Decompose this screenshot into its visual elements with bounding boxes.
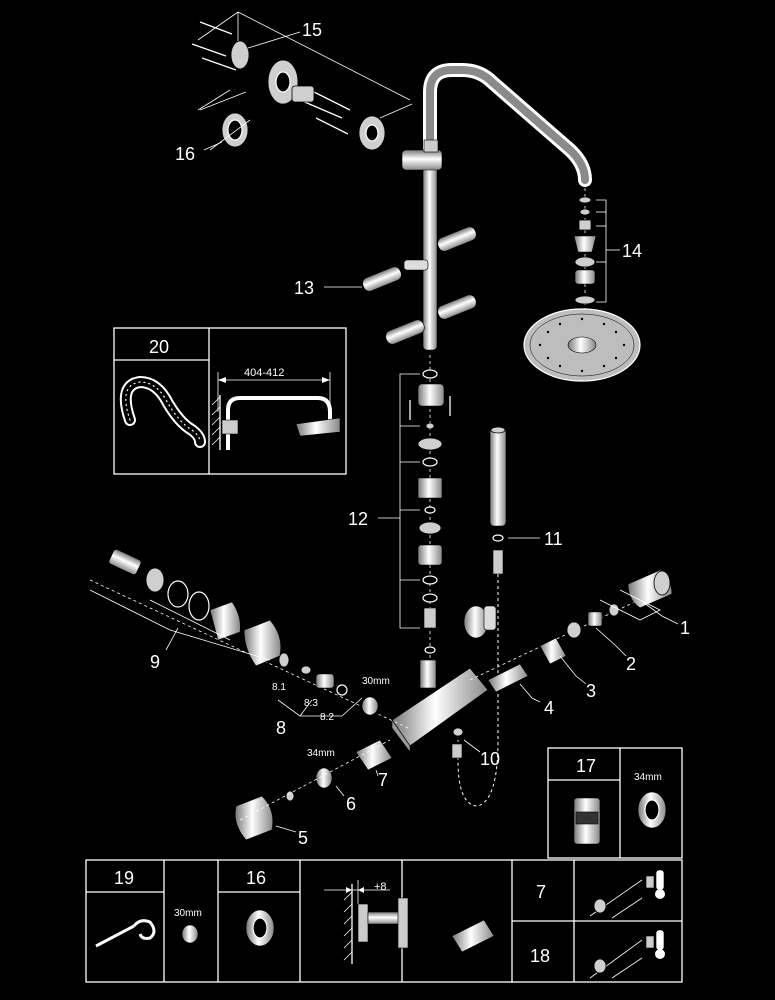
- shower-column: 13: [294, 63, 592, 351]
- bottom-parts-table: 19 30mm 16 +8 7 18: [85, 859, 683, 983]
- hand-shower-assembly: 11: [457, 426, 563, 807]
- offset-dim: +8: [374, 881, 387, 893]
- callout-7: 7: [378, 770, 388, 790]
- callout-8-1: 8.1: [272, 682, 286, 693]
- callout-10: 10: [480, 749, 500, 769]
- head-shower-assembly: 14: [523, 188, 642, 382]
- table-dim-30mm: 30mm: [174, 908, 202, 919]
- lower-left-parts: 34mm 6 7 5: [234, 739, 393, 848]
- callout-2: 2: [626, 654, 636, 674]
- eccentric-icon: [451, 919, 495, 953]
- panel-17: 17 34mm: [547, 747, 683, 859]
- body-jet-icon: [362, 226, 477, 345]
- callout-3: 3: [586, 681, 596, 701]
- flow-handle-icon: [243, 619, 282, 667]
- dim-30mm-upper: 30mm: [362, 676, 390, 687]
- callout-15: 15: [302, 20, 322, 40]
- table-callout-7: 7: [536, 882, 546, 902]
- temperature-check-icon: [589, 929, 665, 979]
- bracket-block-icon: [291, 85, 315, 103]
- screw-icon: [191, 21, 351, 135]
- offset-drawing: +8: [324, 880, 409, 964]
- callout-5: 5: [298, 828, 308, 848]
- column-parts-stack: 12: [348, 355, 451, 690]
- callout-12: 12: [348, 509, 368, 529]
- callout-1: 1: [680, 618, 690, 638]
- wall-plug-icon: [230, 40, 250, 70]
- cap-icon: [234, 795, 274, 841]
- callout-8-3: 8.3: [304, 698, 318, 709]
- hose-icon: [457, 574, 499, 807]
- nut-30mm-icon: [361, 696, 379, 716]
- wrench-icon: [95, 919, 156, 948]
- nipple-7-icon: [355, 739, 393, 771]
- callout-6: 6: [346, 794, 356, 814]
- wall-bracket-assembly: 15 16: [175, 11, 413, 164]
- callout-14: 14: [622, 241, 642, 261]
- cartridge-icon: [539, 637, 567, 665]
- callout-9: 9: [150, 652, 160, 672]
- table-callout-16: 16: [246, 868, 266, 888]
- diverter-parts-8: 8.1 8.3 8.2 30mm 8: [272, 665, 390, 738]
- left-flow-parts: 9: [89, 549, 290, 672]
- dim-34mm-left: 34mm: [307, 748, 335, 759]
- thermostat-assembly: 10 1 2 3 4: [89, 549, 690, 848]
- callout-11: 11: [544, 529, 563, 549]
- nut-34mm-icon: [315, 767, 333, 789]
- arm-holder-icon: [401, 149, 443, 171]
- riser-pipe-icon: [422, 149, 438, 351]
- callout-8-2: 8.2: [320, 712, 334, 723]
- arm-length-dim: 404-412: [244, 367, 284, 379]
- adapter-icon: [487, 663, 529, 693]
- right-handle-parts: 1 2 3 4: [487, 569, 690, 718]
- panel-20-shower-arm: 20 404-412: [113, 327, 347, 475]
- callout-8: 8: [276, 718, 286, 738]
- panel-20-number: 20: [149, 337, 169, 357]
- callout-13: 13: [294, 278, 314, 298]
- callout-16: 16: [175, 144, 195, 164]
- thermostat-body-icon: [391, 667, 489, 747]
- panel-17-number: 17: [576, 756, 596, 776]
- callout-4: 4: [544, 698, 554, 718]
- table-callout-19: 19: [114, 868, 134, 888]
- table-callout-18: 18: [530, 946, 550, 966]
- nut-30mm-table-icon: [181, 924, 199, 944]
- showerhead-mini-icon: [295, 417, 341, 437]
- hand-shower-icon: [489, 427, 507, 527]
- temperature-check-icon: [589, 869, 665, 919]
- panel-17-dim: 34mm: [634, 772, 662, 783]
